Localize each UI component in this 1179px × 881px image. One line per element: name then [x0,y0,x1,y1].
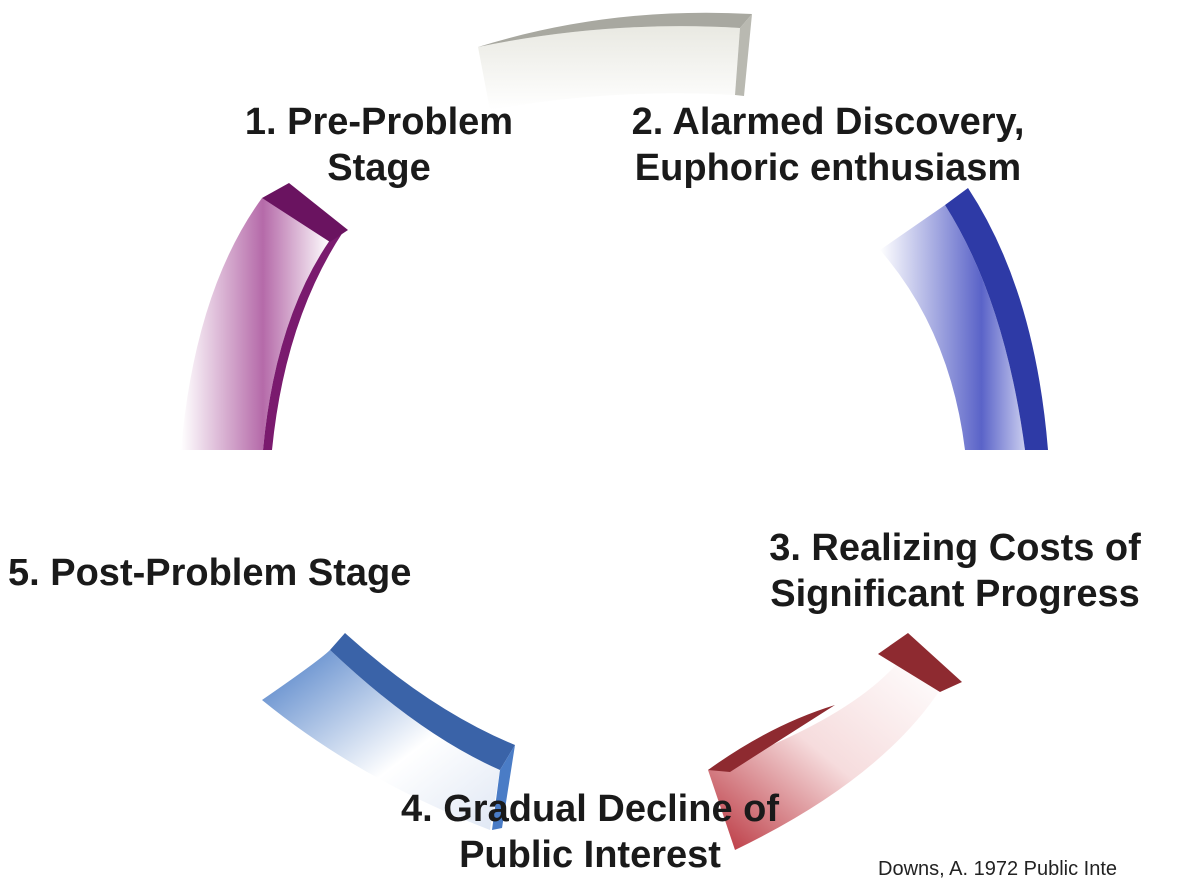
segment-edge-steel [330,633,515,770]
segment-face-red [708,660,940,850]
stage-4-label-line-1: 4. Gradual Decline of [401,788,779,830]
segment-inner-red [708,705,835,772]
segment-edge-gray [478,12,752,47]
segment-side-steel [492,745,515,830]
stage-1-label-line-2: Stage [327,147,431,189]
segment-top-purple [262,183,348,242]
segment-face-blue [880,205,1025,450]
cycle-segment-gray [478,12,752,110]
segment-side-gray [735,14,752,96]
stage-2-label-line-2: Euphoric enthusiasm [634,147,1022,189]
stage-1-label: 1. Pre-Problem Stage [214,99,544,191]
stage-5-label-line-1: 5. Post-Problem Stage [8,552,412,594]
stage-4-label-line-2: Public Interest [459,834,721,876]
segment-face-gray [478,26,740,110]
segment-edge-blue [945,188,1048,450]
stage-3-label: 3. Realizing Costs of Significant Progre… [735,525,1175,617]
stage-3-label-line-2: Significant Progress [770,573,1140,615]
stage-3-label-line-1: 3. Realizing Costs of [769,527,1141,569]
stage-4-label: 4. Gradual Decline of Public Interest [350,786,830,878]
stage-2-label: 2. Alarmed Discovery, Euphoric enthusias… [578,99,1078,191]
segment-edge-purple [263,232,343,450]
cycle-segment-steel [262,633,515,830]
cycle-segment-red [708,633,962,850]
citation-text: Downs, A. 1972 Public Inte [878,858,1118,880]
stage-2-label-line-1: 2. Alarmed Discovery, [631,101,1025,143]
segment-face-purple [181,198,330,450]
segment-face-steel [262,650,500,830]
cycle-segment-purple [181,183,348,450]
stage-1-label-line-1: 1. Pre-Problem [244,101,514,143]
cycle-segment-blue [880,188,1048,450]
stage-5-label: 5. Post-Problem Stage [8,550,478,596]
segment-top-red [878,633,962,692]
